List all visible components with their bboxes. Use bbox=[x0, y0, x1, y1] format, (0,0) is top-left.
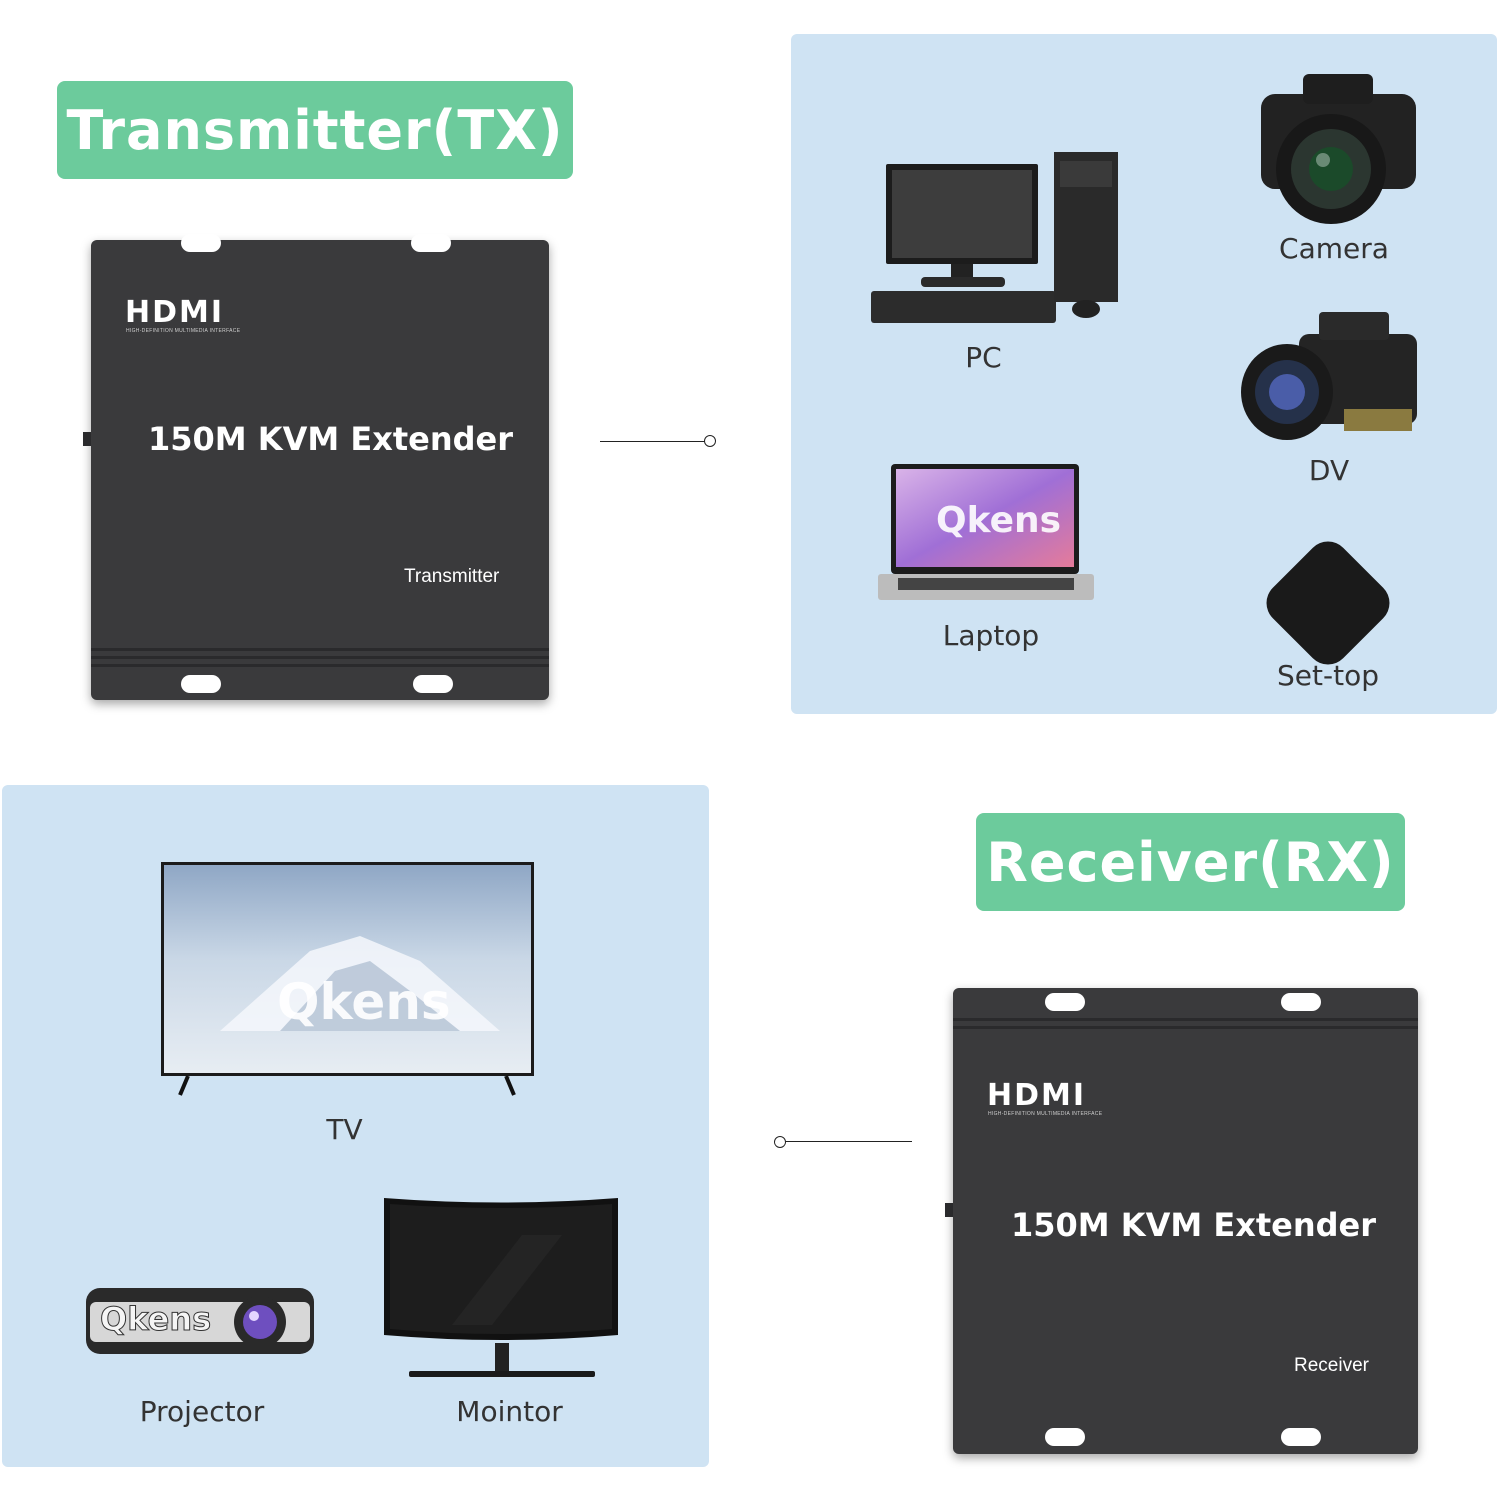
settop-label: Set-top bbox=[1277, 659, 1379, 692]
monitor-label: Mointor bbox=[456, 1395, 563, 1428]
settop-icon bbox=[1257, 532, 1399, 674]
laptop-watermark: Qkens bbox=[936, 500, 1062, 541]
rx-connector-dot bbox=[774, 1136, 786, 1148]
receiver-badge-label: Receiver(RX) bbox=[986, 830, 1395, 894]
camera-icon bbox=[1261, 74, 1416, 224]
transmitter-model: 150M KVM Extender bbox=[148, 420, 513, 458]
receiver-device: HDMI HIGH-DEFINITION MULTIMEDIA INTERFAC… bbox=[953, 988, 1418, 1454]
dv-label: DV bbox=[1308, 454, 1350, 487]
dv-icon bbox=[1241, 312, 1417, 440]
tx-connector-line bbox=[600, 441, 705, 442]
transmitter-badge: Transmitter(TX) bbox=[57, 81, 573, 179]
projector-watermark: Qkens bbox=[99, 1300, 212, 1339]
receiver-hdmi-subtitle: HIGH-DEFINITION MULTIMEDIA INTERFACE bbox=[988, 1111, 1103, 1117]
projector-icon: Qkens bbox=[86, 1282, 316, 1357]
monitor-icon bbox=[384, 1198, 618, 1377]
tv-label: TV bbox=[326, 1113, 363, 1146]
receiver-badge: Receiver(RX) bbox=[976, 813, 1405, 911]
transmitter-device: HDMI HIGH-DEFINITION MULTIMEDIA INTERFAC… bbox=[91, 234, 549, 700]
receiver-hdmi-logo: HDMI bbox=[987, 1078, 1087, 1113]
camera-label: Camera bbox=[1279, 232, 1389, 265]
projector-label: Projector bbox=[139, 1395, 265, 1428]
pc-icon bbox=[871, 152, 1118, 323]
transmitter-hdmi-logo: HDMI bbox=[125, 295, 225, 330]
transmitter-badge-label: Transmitter(TX) bbox=[66, 98, 564, 162]
pc-label: PC bbox=[965, 341, 1002, 374]
tx-connector-dot bbox=[704, 435, 716, 447]
displays-panel: Qkens TV Qkens Projector Mointor bbox=[2, 785, 709, 1467]
receiver-role: Receiver bbox=[1294, 1355, 1369, 1376]
rx-connector-line bbox=[786, 1141, 912, 1142]
transmitter-hdmi-subtitle: HIGH-DEFINITION MULTIMEDIA INTERFACE bbox=[126, 328, 241, 334]
transmitter-role: Transmitter bbox=[404, 566, 500, 587]
laptop-icon: Qkens bbox=[878, 462, 1098, 604]
sources-panel: PC Camera DV bbox=[791, 34, 1497, 714]
laptop-label: Laptop bbox=[942, 619, 1040, 652]
receiver-model: 150M KVM Extender bbox=[1011, 1206, 1376, 1244]
tv-icon: Qkens bbox=[160, 861, 536, 1097]
tv-watermark: Qkens bbox=[277, 973, 451, 1031]
